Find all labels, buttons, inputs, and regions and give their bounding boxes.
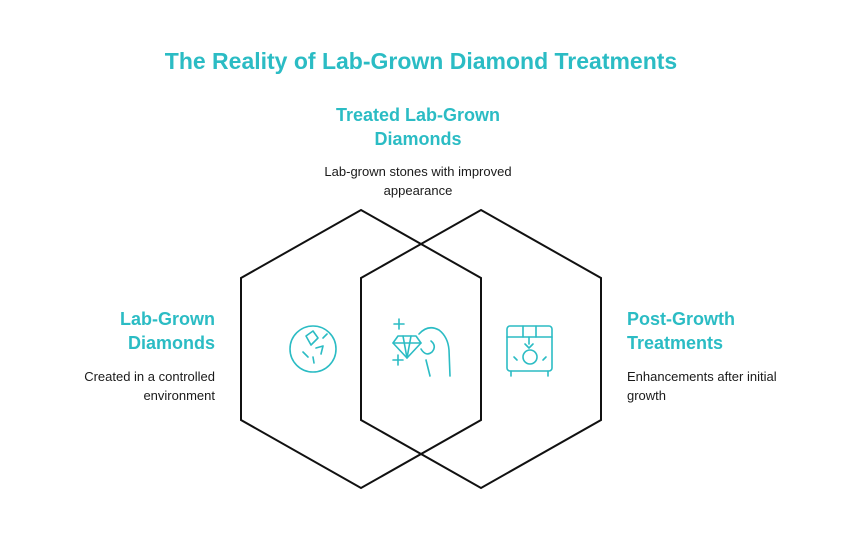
lab-grown-heading: Lab-Grown Diamonds <box>120 309 215 353</box>
treated-lab-grown-heading: Treated Lab-Grown Diamonds <box>335 105 501 149</box>
diamond-sparkle-icon <box>289 325 337 373</box>
diagram-title: The Reality of Lab-Grown Diamond Treatme… <box>164 48 678 74</box>
left-hexagon <box>240 208 482 490</box>
treated-lab-grown-description: Lab-grown stones with improved appearanc… <box>324 164 512 198</box>
treatment-machine-icon <box>506 325 553 377</box>
post-growth-description: Enhancements after initial growth <box>627 369 777 403</box>
post-growth-heading: Post-Growth Treatments <box>627 309 735 353</box>
lab-grown-description: Created in a controlled environment <box>84 369 215 403</box>
hand-holding-diamond-icon <box>392 318 451 377</box>
right-hexagon <box>360 208 602 490</box>
